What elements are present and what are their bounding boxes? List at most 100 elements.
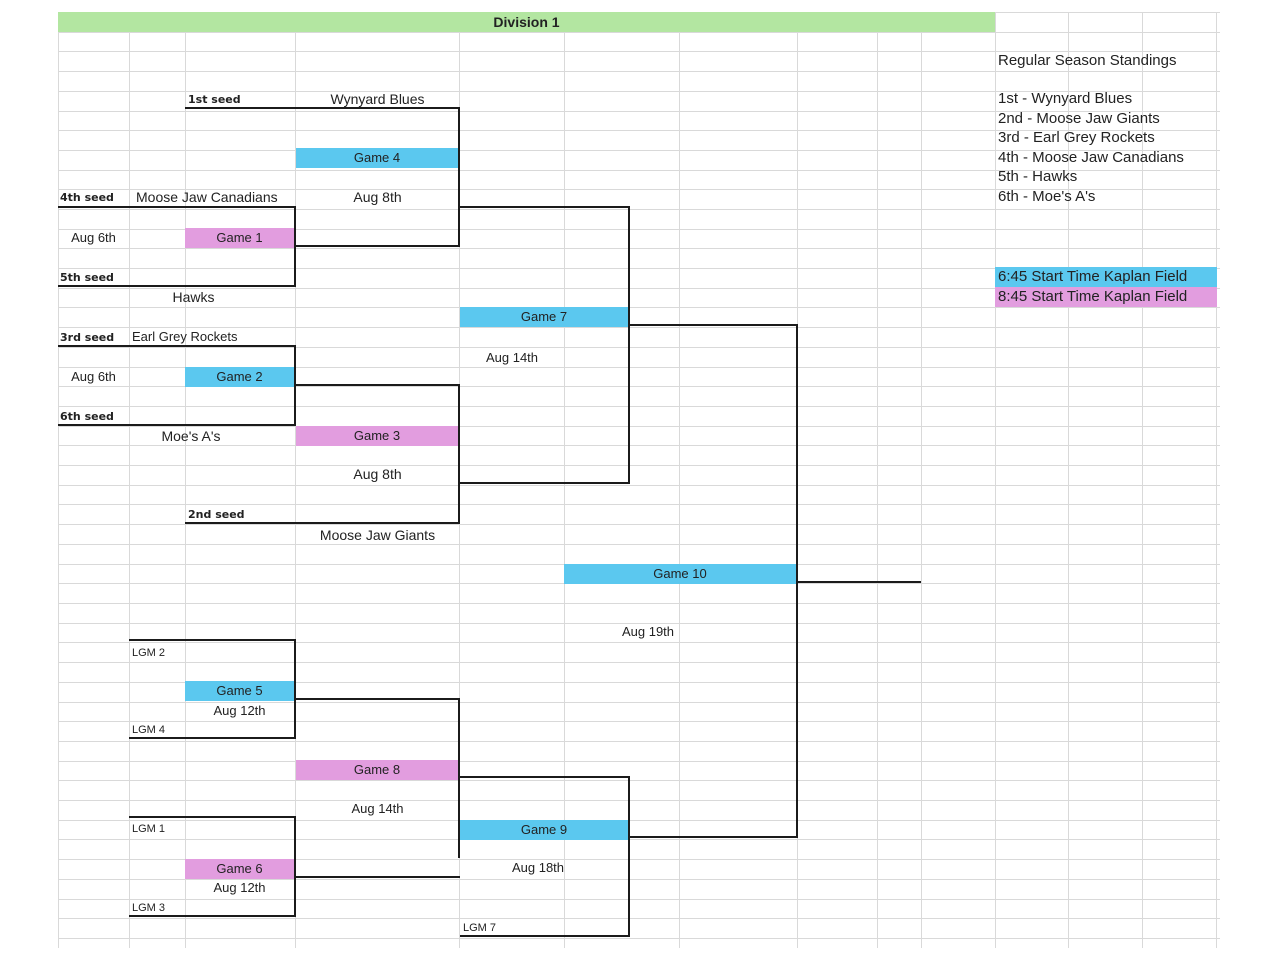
grid-column-line <box>995 12 996 948</box>
seed-label-3: 3rd seed <box>60 331 115 344</box>
grid-row-line <box>58 504 1220 505</box>
grid-column-line <box>1068 12 1069 948</box>
grid-row-line <box>58 111 1220 112</box>
grid-row-line <box>58 603 1220 604</box>
team-earl-grey-rockets: Earl Grey Rockets <box>132 329 238 344</box>
game-4-cell[interactable]: Game 4 <box>296 148 458 168</box>
grid-row-line <box>58 445 1220 446</box>
standings-row-5: 5th - Hawks <box>998 168 1078 185</box>
grid-row-line <box>58 839 1220 840</box>
grid-row-line <box>58 71 1220 72</box>
lgm-3-label: LGM 3 <box>132 902 166 914</box>
grid-column-line <box>129 12 130 948</box>
grid-row-line <box>58 406 1220 407</box>
grid-row-line <box>58 426 1220 427</box>
lgm-7-label: LGM 7 <box>463 922 497 934</box>
grid-row-line <box>58 32 1220 33</box>
game-3-date: Aug 8th <box>353 466 402 482</box>
game-5-date: Aug 12th <box>213 703 266 718</box>
game-10-cell[interactable]: Game 10 <box>564 564 796 584</box>
grid-column-line <box>295 12 296 948</box>
grid-row-line <box>58 800 1220 801</box>
game-1-date: Aug 6th <box>71 230 116 245</box>
grid-row-line <box>58 682 1220 683</box>
standings-title: Regular Season Standings <box>998 52 1177 69</box>
grid-column-line <box>185 12 186 948</box>
grid-row-line <box>58 820 1220 821</box>
grid-row-line <box>58 544 1220 545</box>
grid-column-line <box>679 12 680 948</box>
grid-row-line <box>58 248 1220 249</box>
grid-column-line <box>1216 12 1217 948</box>
team-moose-jaw-canadians: Moose Jaw Canadians <box>136 189 278 205</box>
seed-label-4: 4th seed <box>60 191 114 204</box>
grid-column-line <box>564 12 565 948</box>
seed-label-2: 2nd seed <box>188 508 245 521</box>
team-wynyard-blues: Wynyard Blues <box>330 91 425 107</box>
game-4-date: Aug 8th <box>353 189 402 205</box>
legend-late-start[interactable]: 8:45 Start Time Kaplan Field <box>995 287 1217 307</box>
grid-row-line <box>58 761 1220 762</box>
grid-row-line <box>58 307 1220 308</box>
seed-label-5: 5th seed <box>60 271 114 284</box>
division-header[interactable]: Division 1 <box>58 12 995 32</box>
grid-row-line <box>58 327 1220 328</box>
seed-label-1: 1st seed <box>188 93 241 106</box>
legend-early-start[interactable]: 6:45 Start Time Kaplan Field <box>995 267 1217 287</box>
grid-row-line <box>58 150 1220 151</box>
grid-row-line <box>58 899 1220 900</box>
grid-row-line <box>58 288 1220 289</box>
grid-column-line <box>58 12 59 948</box>
lgm-1-label: LGM 1 <box>132 823 166 835</box>
grid-row-line <box>58 268 1220 269</box>
grid-row-line <box>58 51 1220 52</box>
grid-row-line <box>58 741 1220 742</box>
grid-row-line <box>58 662 1220 663</box>
game-6-date: Aug 12th <box>213 880 266 895</box>
standings-row-3: 3rd - Earl Grey Rockets <box>998 129 1155 146</box>
grid-row-line <box>58 524 1220 525</box>
game-7-cell[interactable]: Game 7 <box>460 307 628 327</box>
team-moose-jaw-giants: Moose Jaw Giants <box>319 527 436 543</box>
grid-row-line <box>58 229 1220 230</box>
grid-row-line <box>58 721 1220 722</box>
grid-row-line <box>58 642 1220 643</box>
standings-row-4: 4th - Moose Jaw Canadians <box>998 149 1184 166</box>
seed-label-6: 6th seed <box>60 410 114 423</box>
game-8-cell[interactable]: Game 8 <box>296 760 458 780</box>
grid-row-line <box>58 465 1220 466</box>
game-3-cell[interactable]: Game 3 <box>296 426 458 446</box>
grid-row-line <box>58 879 1220 880</box>
game-9-date: Aug 18th <box>511 860 565 875</box>
grid-column-line <box>877 12 878 948</box>
grid-row-line <box>58 367 1220 368</box>
grid-column-line <box>921 12 922 948</box>
team-moes-as: Moe's A's <box>161 428 221 444</box>
grid-row-line <box>58 91 1220 92</box>
grid-row-line <box>58 347 1220 348</box>
game-2-date: Aug 6th <box>71 369 116 384</box>
game-10-date: Aug 19th <box>621 624 675 639</box>
grid-row-line <box>58 386 1220 387</box>
lgm-2-label: LGM 2 <box>132 647 166 659</box>
standings-row-2: 2nd - Moose Jaw Giants <box>998 110 1160 127</box>
game-2-cell[interactable]: Game 2 <box>185 367 294 387</box>
standings-row-6: 6th - Moe's A's <box>998 188 1096 205</box>
grid-row-line <box>58 485 1220 486</box>
grid-row-line <box>58 130 1220 131</box>
grid-column-line <box>1142 12 1143 948</box>
grid-row-line <box>58 170 1220 171</box>
game-1-cell[interactable]: Game 1 <box>185 228 294 248</box>
team-hawks: Hawks <box>172 289 215 305</box>
game-5-cell[interactable]: Game 5 <box>185 681 294 701</box>
grid-row-line <box>58 918 1220 919</box>
grid-row-line <box>58 780 1220 781</box>
game-6-cell[interactable]: Game 6 <box>185 859 294 879</box>
game-9-cell[interactable]: Game 9 <box>460 820 628 840</box>
grid-row-line <box>58 938 1220 939</box>
lgm-4-label: LGM 4 <box>132 724 166 736</box>
grid-row-line <box>58 859 1220 860</box>
game-8-date: Aug 14th <box>351 801 404 816</box>
standings-row-1: 1st - Wynyard Blues <box>998 90 1133 107</box>
